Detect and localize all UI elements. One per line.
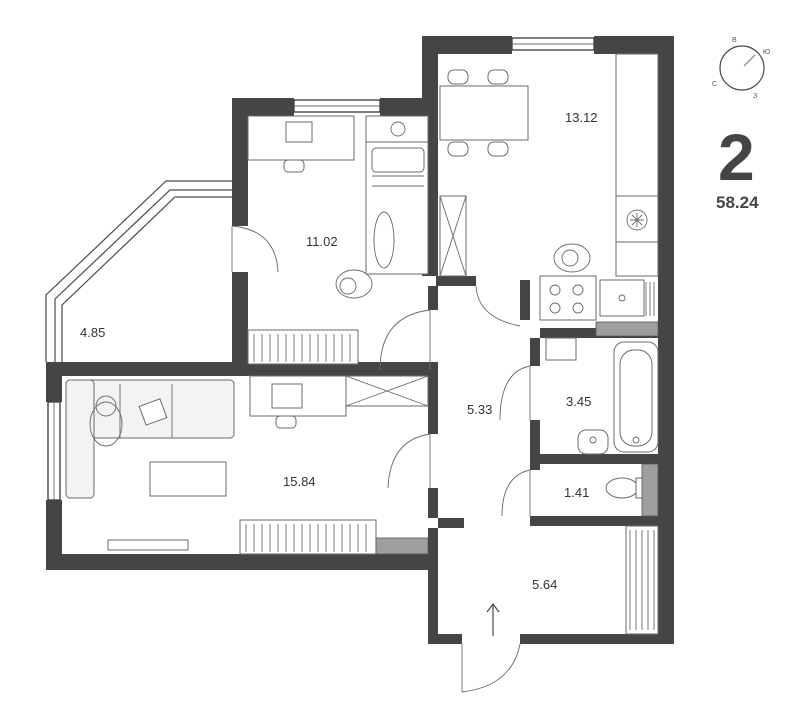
total-area: 58.24 [716,193,759,212]
area-entrance: 5.64 [532,577,557,592]
area-kitchen: 13.12 [565,110,598,125]
rooms-count: 2 [718,120,755,194]
living-walls [46,362,438,570]
compass-icon: В Ю З С [712,37,770,100]
area-toilet: 1.41 [564,485,589,500]
toilet-furniture [605,463,659,517]
compass-west: С [712,81,717,88]
kitchen-furniture [439,53,659,337]
bathroom-furniture [545,337,659,455]
area-balcony: 4.85 [80,325,105,340]
kitchen-walls [422,36,674,640]
compass-east: Ю [763,49,770,56]
living-furniture [65,375,429,555]
doors [231,225,531,693]
area-living: 15.84 [283,474,316,489]
area-hall: 5.33 [467,402,492,417]
area-bedroom: 11.02 [306,234,338,249]
entrance-walls [428,518,674,644]
compass-south: З [753,93,757,100]
bedroom-furniture [247,115,429,365]
compass-north: В [732,37,737,44]
area-bathroom: 3.45 [566,394,591,409]
entrance-furniture [486,525,659,636]
bedroom-walls [232,98,436,372]
windows [47,37,595,501]
balcony-wall [45,180,232,362]
